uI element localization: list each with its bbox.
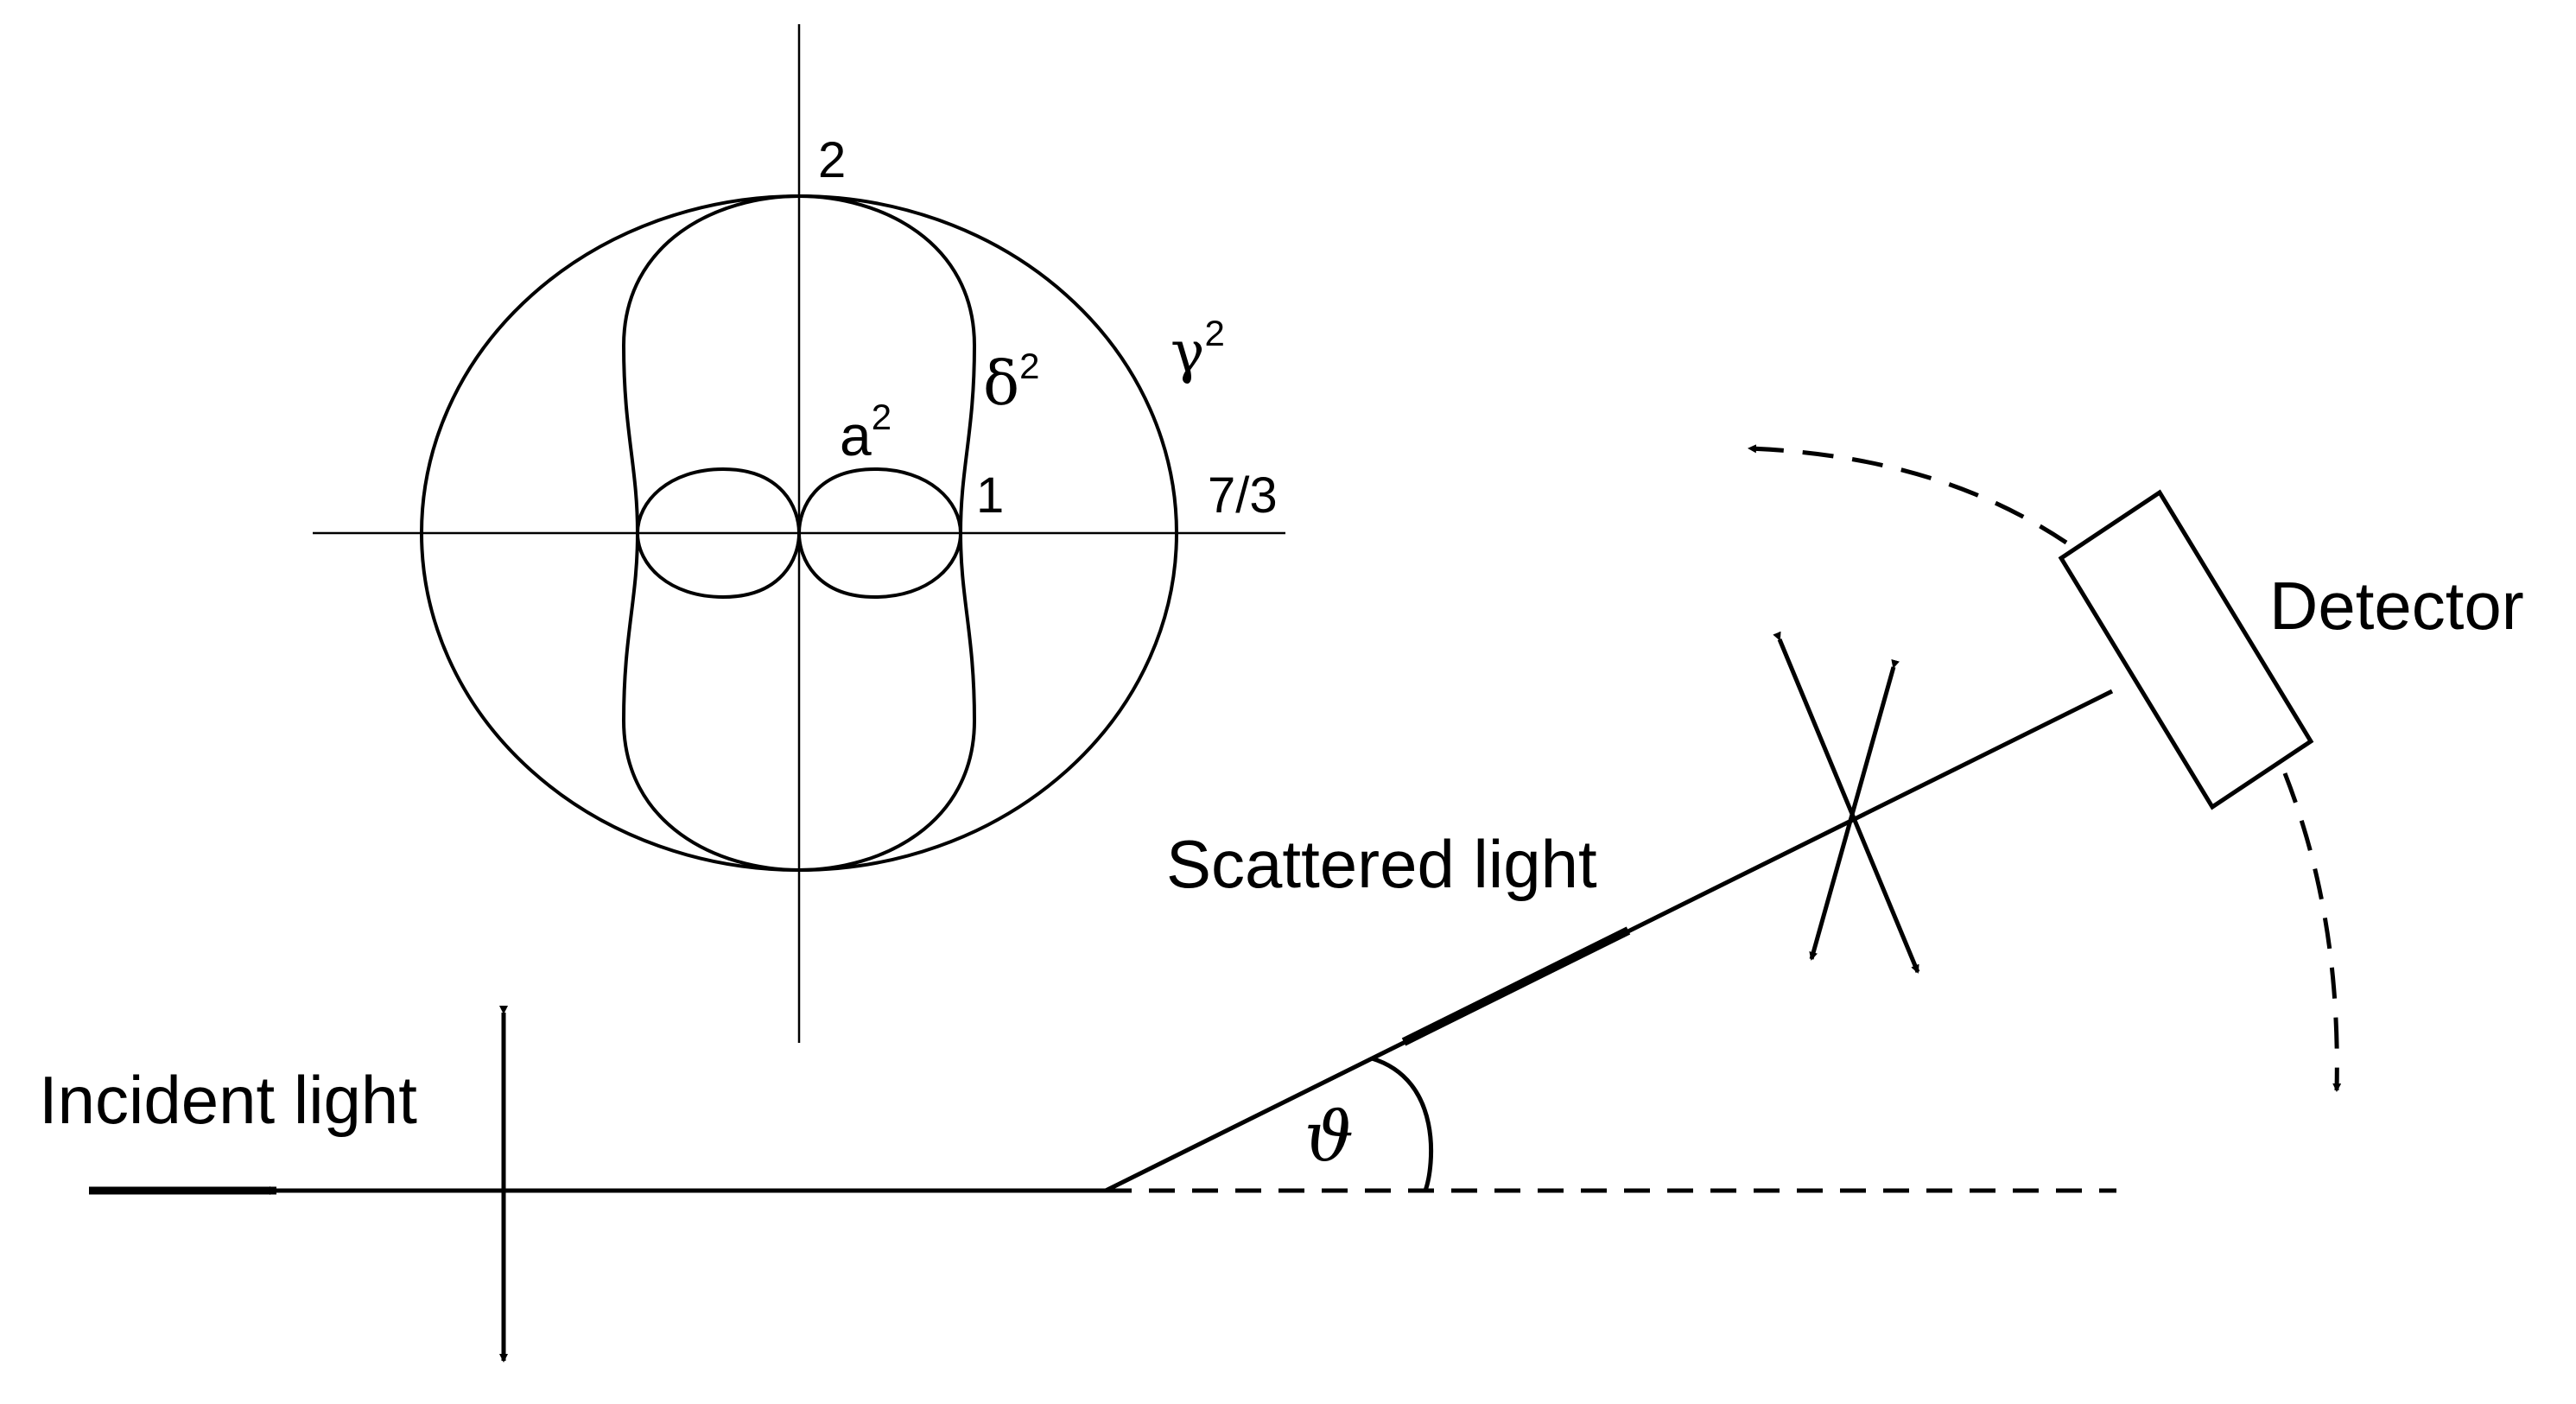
- incident-light-label: Incident light: [39, 1062, 417, 1138]
- scattering-angle-label: ϑ: [1304, 1096, 1354, 1177]
- scattered-beam: ϑ Scattered light: [1104, 631, 2116, 1193]
- delta-squared-label: δ2: [983, 346, 1040, 419]
- detector-box: [2058, 489, 2314, 810]
- detector-rotation-arc-lower: [2282, 772, 2342, 1092]
- detector: Detector: [1748, 444, 2524, 1092]
- scattering-angle-arc: [1371, 1056, 1434, 1191]
- polar-plot: 2 1 7/3 a2 δ2 γ2: [313, 24, 1285, 1043]
- gamma-squared-label: γ2: [1171, 313, 1225, 385]
- tick-label-2: 2: [818, 132, 846, 188]
- tick-label-1: 1: [976, 467, 1004, 524]
- scattered-light-label: Scattered light: [1166, 826, 1597, 902]
- a-squared-label: a2: [840, 397, 891, 467]
- scattered-arrow: [1401, 926, 1631, 1046]
- detector-label: Detector: [2269, 568, 2524, 644]
- a-squared-curve: [635, 467, 963, 600]
- detector-rotation-arc-upper: [1748, 444, 2068, 545]
- scattered-polarization-arrow-2: [1809, 658, 1900, 961]
- scattered-polarization-arrow-1: [1773, 631, 1920, 974]
- incident-beam: Incident light: [39, 1006, 1106, 1363]
- tick-label-7-3: 7/3: [1208, 467, 1278, 524]
- delta-squared-curve: [621, 194, 977, 873]
